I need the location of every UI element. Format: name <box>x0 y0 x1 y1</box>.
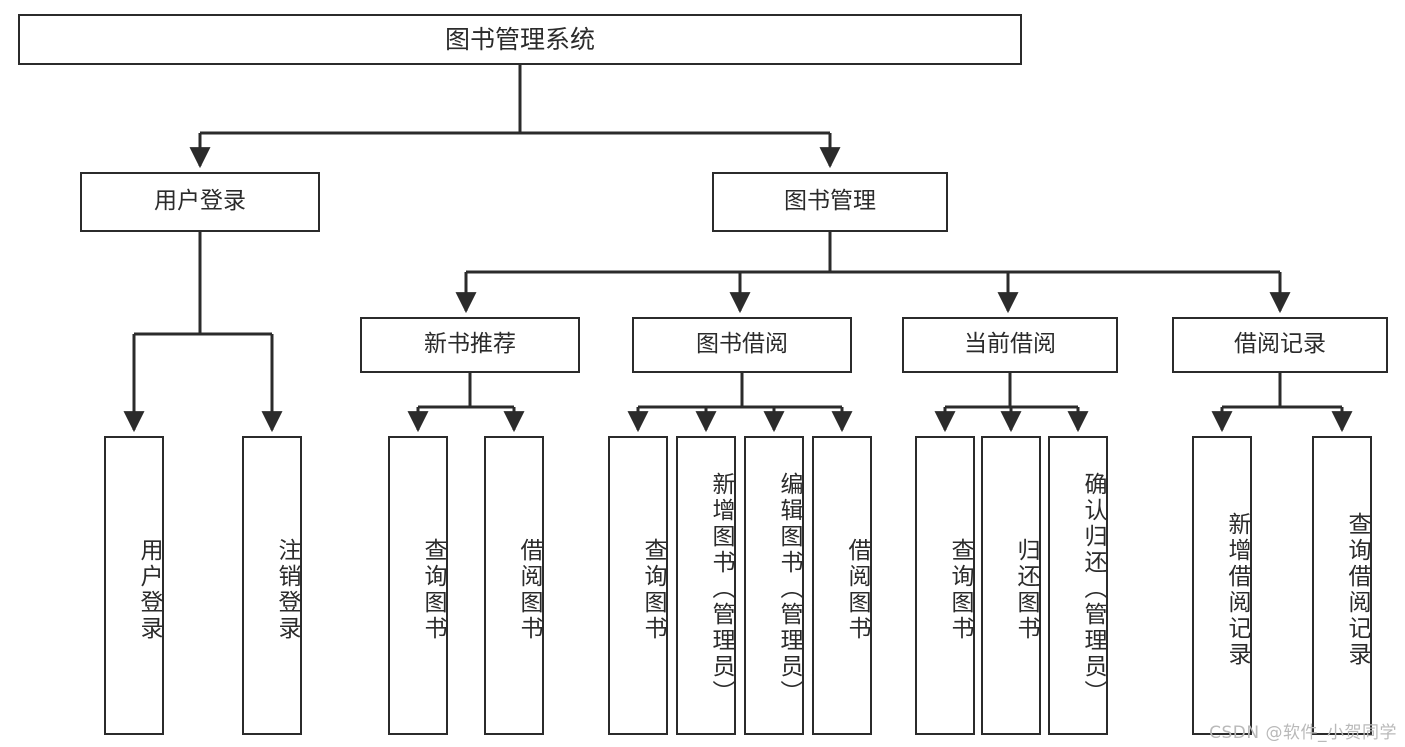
node-leaf-add-borrow-record[interactable]: 新增借阅记录 <box>1192 436 1252 735</box>
node-root[interactable]: 图书管理系统 <box>18 14 1022 65</box>
csdn-watermark: CSDN @软件_小贺同学 <box>1209 723 1397 743</box>
node-leaf-edit-book-admin[interactable]: 编辑图书（管理员） <box>744 436 804 735</box>
node-leaf-borrow-book-rec[interactable]: 借阅图书 <box>484 436 544 735</box>
node-leaf-user-login[interactable]: 用户登录 <box>104 436 164 735</box>
node-book-manage[interactable]: 图书管理 <box>712 172 948 232</box>
node-leaf-query-borrow-record[interactable]: 查询借阅记录 <box>1312 436 1372 735</box>
node-new-book-recommend[interactable]: 新书推荐 <box>360 317 580 373</box>
node-leaf-borrow-book-borrow[interactable]: 借阅图书 <box>812 436 872 735</box>
node-leaf-add-book-admin[interactable]: 新增图书（管理员） <box>676 436 736 735</box>
node-book-borrow[interactable]: 图书借阅 <box>632 317 852 373</box>
node-current-borrow[interactable]: 当前借阅 <box>902 317 1118 373</box>
node-leaf-query-book-rec[interactable]: 查询图书 <box>388 436 448 735</box>
node-leaf-query-book-borrow[interactable]: 查询图书 <box>608 436 668 735</box>
node-user-login[interactable]: 用户登录 <box>80 172 320 232</box>
node-leaf-logout-login[interactable]: 注销登录 <box>242 436 302 735</box>
node-borrow-record[interactable]: 借阅记录 <box>1172 317 1388 373</box>
node-leaf-query-book-current[interactable]: 查询图书 <box>915 436 975 735</box>
node-leaf-return-book[interactable]: 归还图书 <box>981 436 1041 735</box>
node-leaf-confirm-return-admin[interactable]: 确认归还（管理员） <box>1048 436 1108 735</box>
